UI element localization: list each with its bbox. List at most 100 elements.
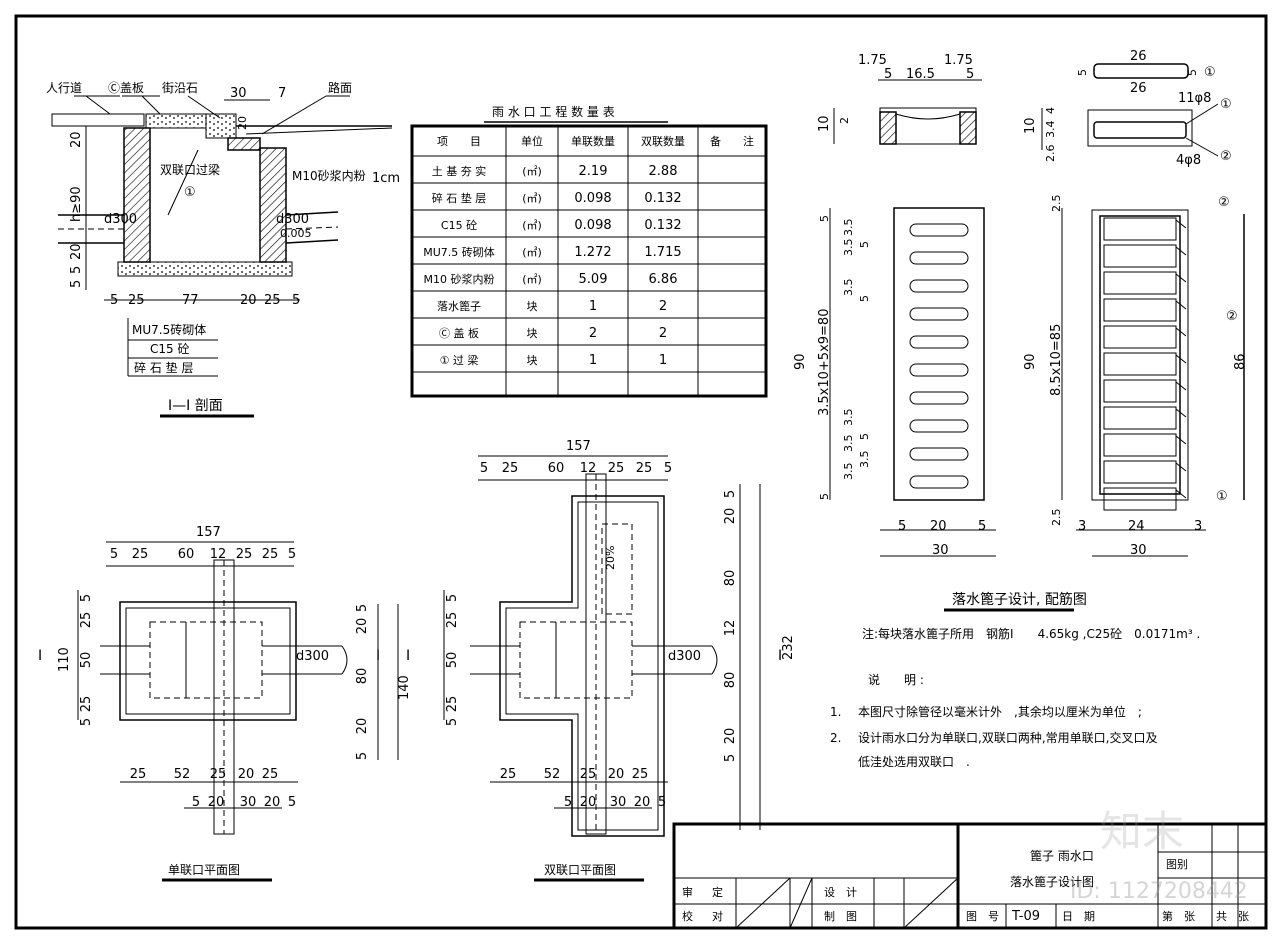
table-header-4: 备 注 [710, 134, 754, 148]
table-header-2: 单联数量 [571, 135, 615, 148]
ps-pipe: d300 [296, 649, 329, 664]
grate-dim-w20: 20 [930, 519, 947, 534]
rebar-bar2: 4φ8 [1176, 153, 1201, 168]
grate-bar [1103, 298, 1177, 322]
grate-slot [909, 363, 969, 377]
quantity-table: 雨 水 口 工 程 数 量 表 项 目单位单联数量双联数量备 注土 基 夯 实(… [410, 104, 768, 398]
pd-pipe: d300 [668, 649, 701, 664]
table-cell-r1-c2: 0.098 [574, 191, 611, 206]
table-cell-r6-c1: 块 [527, 327, 538, 340]
table-cell-r7-c3: 1 [659, 353, 667, 368]
grate-slot [909, 307, 969, 321]
table-header-1: 单位 [521, 134, 543, 148]
beam-dim-5b: 5 [966, 67, 974, 82]
rebar-dim-26: 2.6 [1044, 145, 1057, 163]
pd-top-6: 5 [664, 461, 672, 476]
grate-dim-5c: 5 [858, 433, 871, 440]
ps-left-3: 25 [79, 696, 94, 713]
table-cell-r6-c2: 2 [589, 326, 597, 341]
grate-bar [1103, 379, 1177, 403]
grate-slot [909, 447, 969, 461]
ps-bot-3: 20 [238, 767, 255, 782]
grate-dim-5d: 3.5 [858, 451, 871, 469]
table-cell-r2-c0: C15 砼 [441, 219, 477, 232]
grate-bar [1103, 271, 1177, 295]
grate-slot [909, 279, 969, 293]
ps-bot2-1: 20 [208, 795, 225, 810]
ps-top-4: 25 [236, 547, 253, 562]
pd-top-0: 5 [480, 461, 488, 476]
pd-right-1: 20 [723, 508, 738, 525]
ps-title: 单联口平面图 [168, 863, 240, 877]
tb-name1: 篦子 雨水口 [1030, 848, 1094, 863]
ps-left-2: 50 [79, 652, 94, 669]
pd-top-3: 12 [580, 461, 597, 476]
grate-r-m2b: ② [1226, 309, 1238, 324]
notes: 注:每块落水篦子所用 钢筋Ⅰ 4.65kg ,C25砼 0.0171m³ . 说… [830, 626, 1200, 769]
rebar-dim-34: 3.4 [1044, 121, 1057, 139]
table-cell-r4-c1: (㎡) [522, 273, 542, 286]
pd-left-3: 25 [445, 696, 460, 713]
ps-right-total: 140 [397, 675, 412, 700]
ps-left-0: 5 [79, 594, 94, 602]
pd-left-4: 5 [445, 718, 460, 726]
label-pipe-right: d300 [276, 212, 309, 227]
grate-slot [909, 335, 969, 349]
label-slope: 0.005 [280, 227, 312, 240]
beam-dim-5a: 5 [884, 67, 892, 82]
grate-bar [1103, 460, 1177, 484]
pd-right-total: 232 [781, 635, 796, 660]
tb-design: 设 计 [824, 886, 857, 899]
grate-dim-slots: 3.5x10+5x9=80 [817, 309, 832, 416]
table-cell-r1-c3: 0.132 [644, 191, 681, 206]
section-view: 人行道 Ⓒ盖板 街沿石 路面 双联口过梁 ① M10砂浆内粉 1cm d300 … [46, 80, 400, 418]
pd-right-0: 5 [723, 490, 738, 498]
explain-2-text: 设计雨水口分为单联口,双联口两种,常用单联口,交叉口及 [858, 730, 1157, 745]
table-cell-r4-c2: 5.09 [579, 272, 608, 287]
tb-label-sheet: 第 张 [1162, 909, 1195, 923]
table-cell-r5-c3: 2 [659, 299, 667, 314]
explain-title: 说 明 : [868, 672, 924, 687]
explain-2-num: 2. [830, 731, 841, 745]
ps-top-6: 5 [288, 547, 296, 562]
label-mortar: M10砂浆内粉 [292, 168, 366, 183]
pd-top-5: 25 [636, 461, 653, 476]
explain-1-text: 本图尺寸除管径以毫米计外 ,其余均以厘米为单位 ; [858, 704, 1142, 719]
ps-section-mark: Ⅰ [38, 648, 42, 664]
grate-r-dim-24: 24 [1128, 519, 1145, 534]
dim-bot-77: 77 [182, 293, 199, 308]
rebar-mark-1a: ① [1204, 65, 1216, 80]
table-cell-r4-c3: 6.86 [649, 272, 678, 287]
pd-top-1: 25 [502, 461, 519, 476]
grate-dim-90: 90 [793, 353, 808, 370]
grate-slot [909, 419, 969, 433]
sheet-border [14, 14, 1268, 930]
beam-dim-175b: 1.75 [944, 53, 973, 68]
pd-bot2-2: 30 [610, 795, 627, 810]
pd-left-2: 50 [445, 652, 460, 669]
beam-dim-2: 2 [838, 117, 851, 124]
rebar-m1: ① [1220, 97, 1232, 112]
dim-left-h: h≥90 [69, 186, 84, 222]
tb-draw: 制 图 [824, 910, 857, 923]
pd-slope: 20% [604, 546, 617, 570]
legend-gravel: 碎 石 垫 层 [134, 360, 193, 375]
ps-top-0: 5 [110, 547, 118, 562]
grate-dim-35c: 3.5 [842, 279, 855, 297]
ps-total: 157 [196, 525, 221, 540]
dim-bot-5b: 5 [292, 293, 300, 308]
dim-top-7: 7 [278, 86, 286, 101]
grate-r-dim-25b: 2.5 [1050, 509, 1063, 527]
rebar-bar1: 11φ8 [1178, 91, 1211, 106]
pd-right-6: 5 [723, 754, 738, 762]
pd-section-mark-r: Ⅰ [778, 648, 782, 664]
title-block: 审 定 校 对 设 计 制 图 篦子 雨水口 落水篦子设计图 图 号 T-09 … [672, 822, 1268, 930]
pd-bot2-3: 20 [634, 795, 651, 810]
grate-dim-35a: 3.5 [842, 219, 855, 237]
ps-left-4: 5 [79, 718, 94, 726]
grate-slot [909, 475, 969, 489]
table-cell-r6-c0: Ⓒ 盖 板 [439, 326, 479, 340]
tb-label-cat: 图别 [1166, 858, 1188, 871]
